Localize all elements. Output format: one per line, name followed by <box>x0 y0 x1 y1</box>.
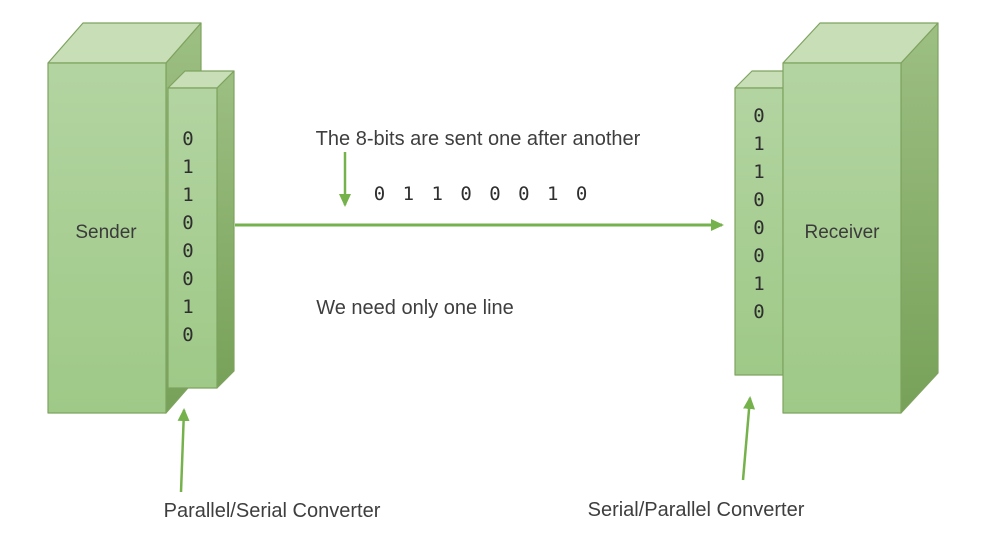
serial-bits-text: 0 1 1 0 0 0 1 0 <box>374 183 591 205</box>
receiver-box-front-face <box>782 62 902 414</box>
receiver-bit: 0 <box>753 189 764 211</box>
bottom-note-text: We need only one line <box>316 297 514 319</box>
right-converter-bit-column: 0 1 1 0 0 0 1 0 <box>753 105 764 323</box>
receiver-bit: 0 <box>753 105 764 127</box>
sender-bit: 1 <box>182 184 193 206</box>
receiver-bit: 0 <box>753 217 764 239</box>
receiver-bit: 1 <box>753 273 764 295</box>
right-converter-front-face <box>734 87 784 376</box>
sender-bit: 0 <box>182 240 193 262</box>
right-converter-callout-arrow <box>741 396 756 481</box>
sender-box-front-face <box>47 62 167 414</box>
receiver-bit: 1 <box>753 133 764 155</box>
sender-bit: 0 <box>182 324 193 346</box>
top-note-text: The 8-bits are sent one after another <box>316 128 641 150</box>
receiver-bit: 0 <box>753 301 764 323</box>
parallel-serial-converter-label: Parallel/Serial Converter <box>164 500 381 522</box>
left-converter-callout-arrow <box>177 408 190 493</box>
sender-bit: 0 <box>182 268 193 290</box>
receiver-label: Receiver <box>805 222 881 243</box>
sender-bit: 0 <box>182 212 193 234</box>
sender-bit: 1 <box>182 296 193 318</box>
sender-bit: 1 <box>182 156 193 178</box>
receiver-box: Receiver <box>782 22 939 414</box>
left-converter-bit-column: 0 1 1 0 0 0 1 0 <box>182 128 193 346</box>
receiver-bit: 1 <box>753 161 764 183</box>
left-converter-front-face <box>167 87 218 389</box>
receiver-bit: 0 <box>753 245 764 267</box>
serial-parallel-converter-label: Serial/Parallel Converter <box>588 499 805 521</box>
sender-bit: 0 <box>182 128 193 150</box>
sender-label: Sender <box>75 222 137 243</box>
receiver-box-side-face <box>900 22 939 414</box>
parallel-serial-converter-box: 0 1 1 0 0 0 1 0 <box>167 70 235 389</box>
left-converter-side-face <box>216 70 235 389</box>
